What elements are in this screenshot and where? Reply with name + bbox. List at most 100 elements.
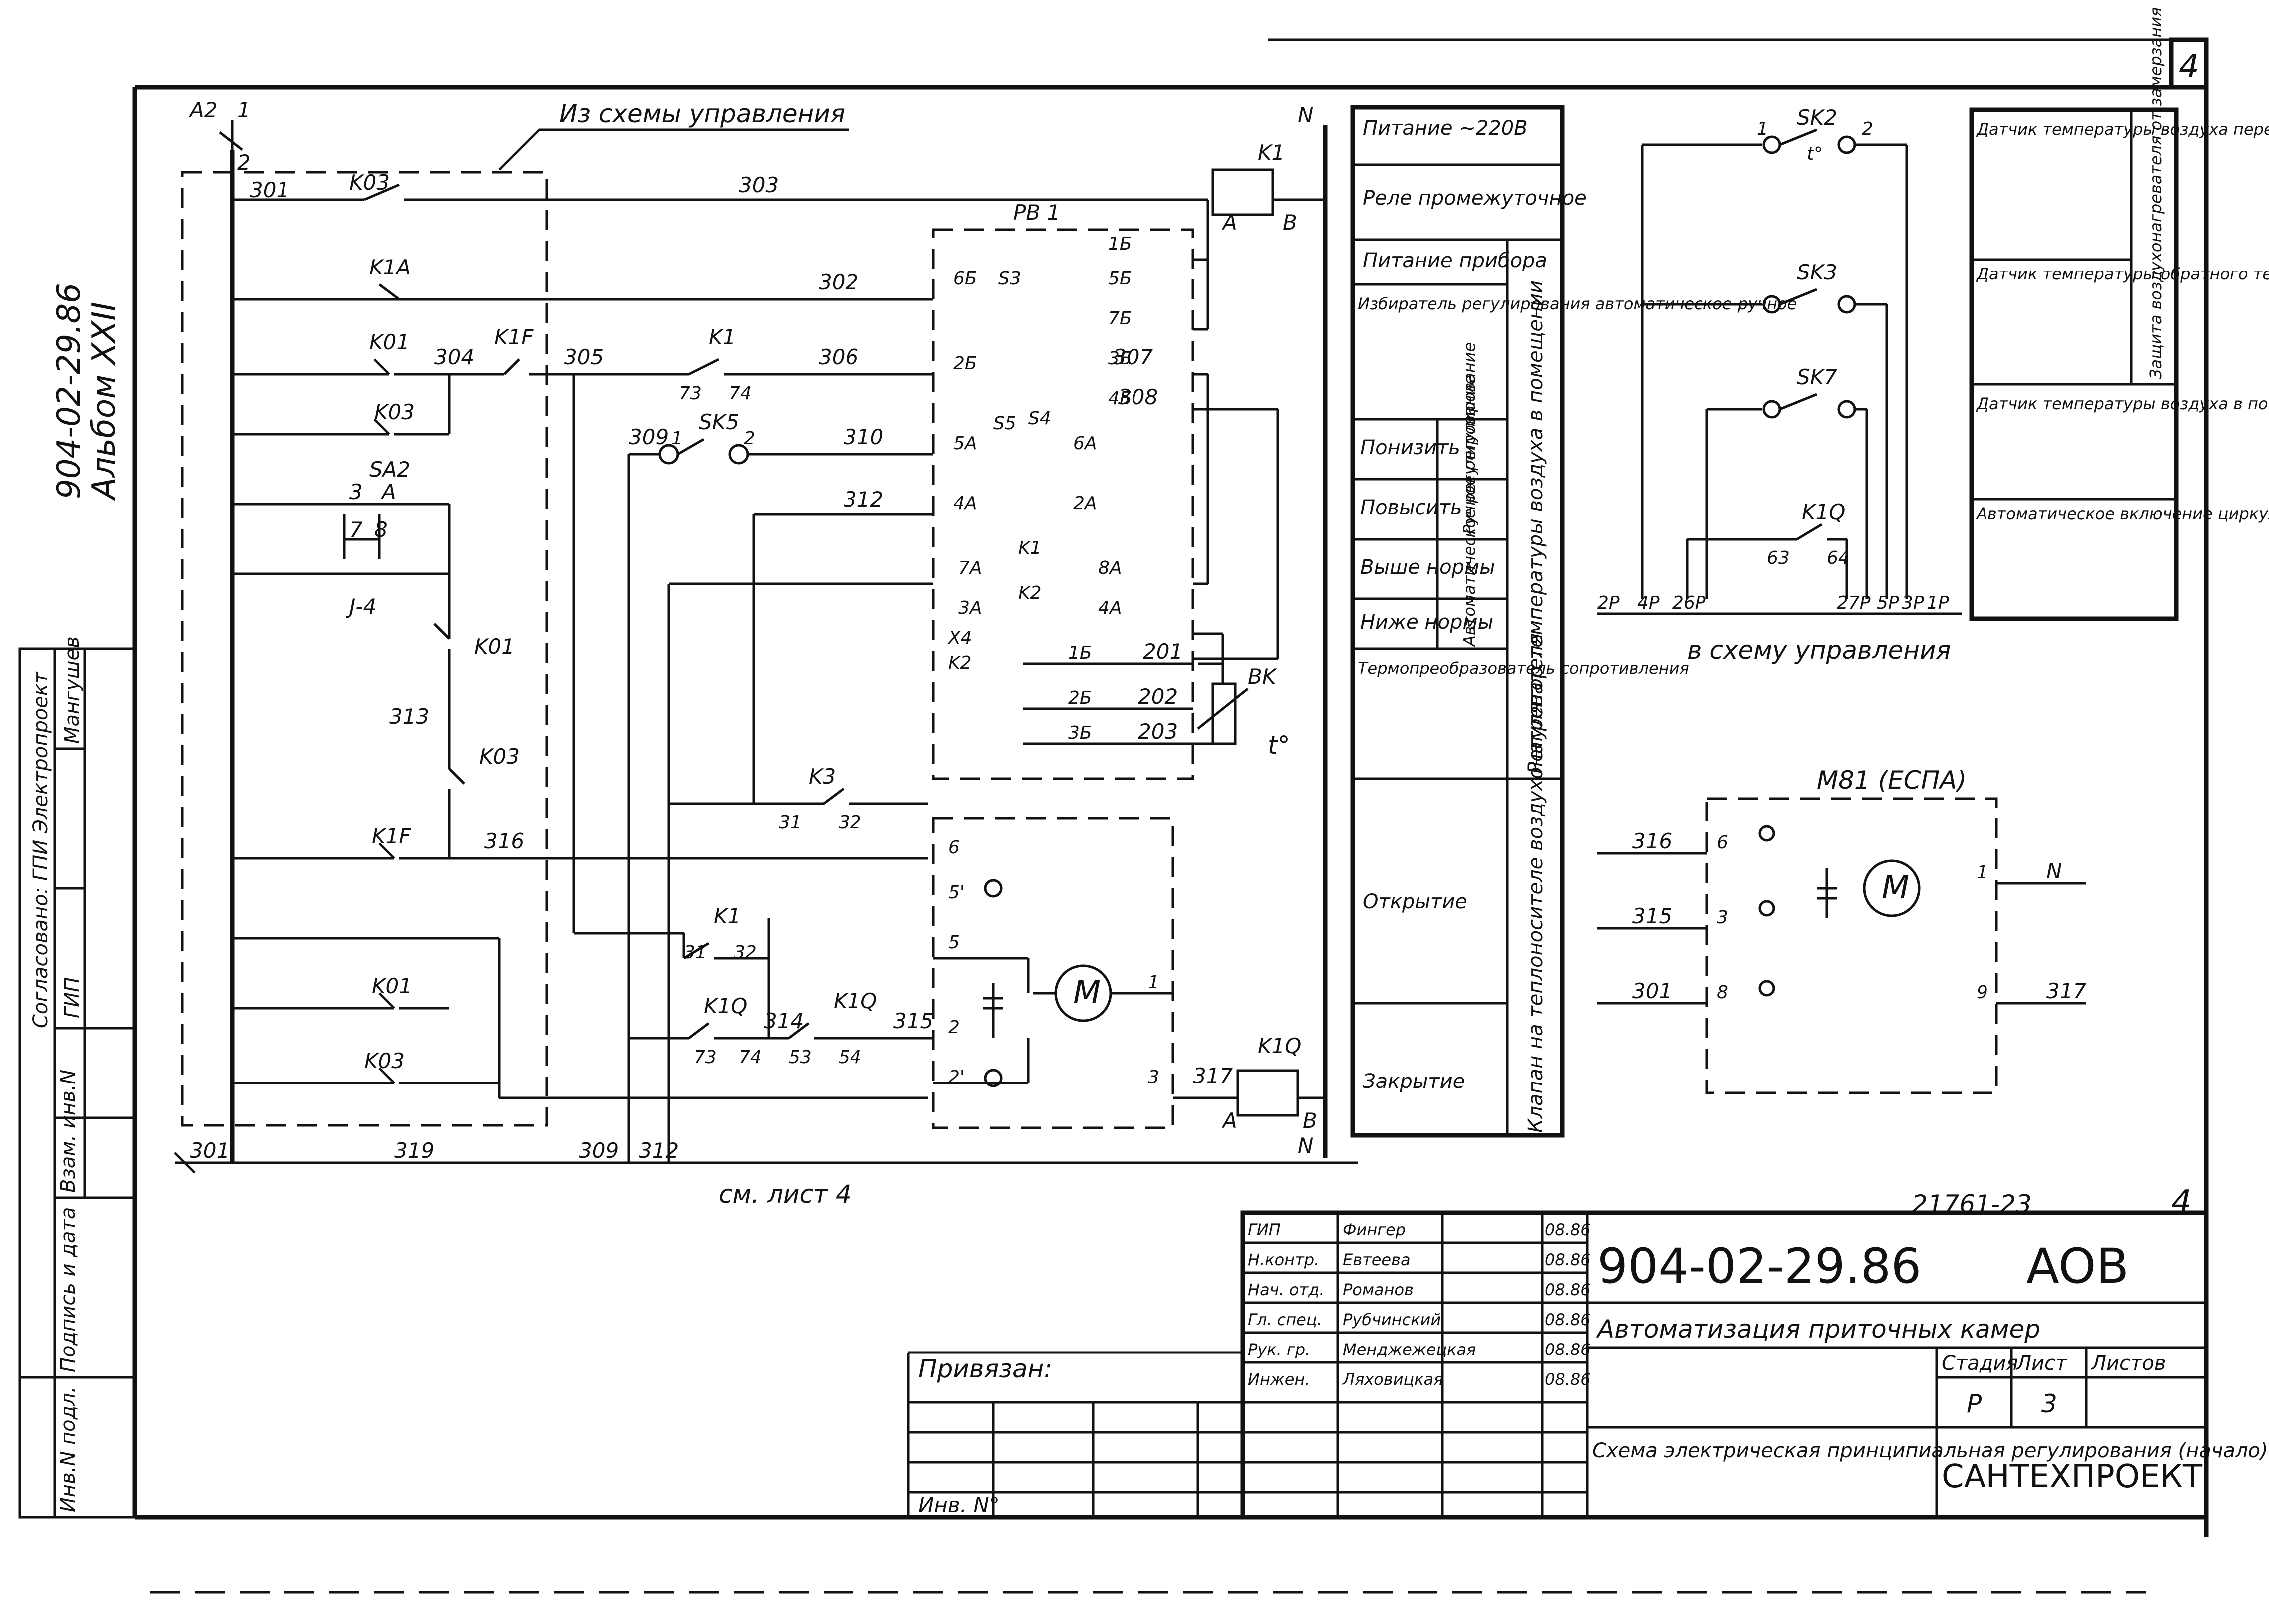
legend-row-device-power: Питание прибора (1363, 249, 1547, 272)
valve-in-316: 316 (1632, 829, 1672, 853)
wire-317: 317 (1193, 1064, 1233, 1088)
control-scheme-wiring (174, 120, 1358, 1174)
term-2p: 2P (1597, 593, 1620, 613)
tb-date-0: 08.86 (1545, 1220, 1591, 1239)
legend-table-text: Питание ~220В Реле промежуточное Питание… (1358, 117, 1797, 1133)
wire-306: 306 (819, 345, 858, 369)
tb-inv: Инв. N° (918, 1493, 1000, 1517)
inner-s5: S5 (993, 413, 1016, 434)
tb-stage-label: Стадия (1942, 1352, 2018, 1375)
tb-role-3: Гл. спец. (1248, 1310, 1322, 1329)
k1q-64: 64 (1827, 548, 1850, 568)
contact-k01-b: K01 (474, 634, 515, 659)
wire-303: 303 (739, 173, 779, 197)
side-gip: ГИП (61, 977, 84, 1018)
tb-name-1: Евтеева (1343, 1250, 1411, 1269)
k1q-pin-53: 53 (789, 1047, 812, 1068)
tb-sheets-label: Листов (2090, 1352, 2166, 1375)
wire-315: 315 (893, 1009, 933, 1033)
terminal-2: 2 (237, 150, 251, 175)
k3-pin-31: 31 (779, 812, 802, 833)
sensor-sk3: SK3 (1797, 260, 1837, 284)
valve-out-n: N (2046, 859, 2062, 883)
tb-role-4: Рук. гр. (1248, 1340, 1310, 1359)
wire-301: 301 (250, 178, 289, 202)
legend-sub-auto: Автоматическое регулирование (1460, 375, 1479, 647)
legend-row-selector: Избиратель регулирования автоматическое-… (1358, 294, 1797, 313)
legend-group-valve: Клапан на теплоносителе воздухонагревате… (1524, 633, 1547, 1133)
wire-305: 305 (564, 345, 604, 369)
sk2-pin-1: 1 (1757, 119, 1768, 139)
pin-4a-left: 4А (953, 493, 977, 514)
wire-314: 314 (764, 1009, 804, 1033)
motor-block (932, 817, 1174, 1129)
wire-202: 202 (1138, 684, 1178, 709)
term-26p: 26P (1672, 593, 1706, 613)
side-surname: Мангушев (61, 636, 84, 744)
motor-pin-2p: 2' (948, 1067, 965, 1087)
side-inv-orig: Инв.N подл. (57, 1386, 80, 1512)
contact-k01: K01 (369, 330, 410, 354)
pin-3a: 3А (958, 598, 982, 618)
valve-out-317: 317 (2046, 979, 2086, 1003)
valve-pin-8: 8 (1717, 982, 1728, 1003)
sensors-legend-2: Датчик температуры обратного теплоносите… (1976, 265, 2269, 283)
contact-k03-b: K03 (479, 744, 520, 769)
sheet-number-bottom: 4 (2171, 1184, 2192, 1221)
contact-k1a: K1A (369, 255, 411, 279)
tb-date-5: 08.86 (1545, 1370, 1591, 1389)
pin-2b: 2Б (953, 353, 977, 374)
header-from-control: Из схемы управления (559, 99, 845, 128)
sensors-legend-1: Датчик температуры воздуха перед воздухо… (1976, 120, 2269, 139)
contact-k1q-b: K1Q (834, 989, 877, 1013)
sensor-bk: BK (1248, 664, 1278, 689)
contact-sk5: SK5 (699, 410, 739, 434)
tb-date-2: 08.86 (1545, 1280, 1591, 1299)
tb-doc-code: 904-02-29.86 (1597, 1238, 1922, 1294)
legend-sub-manual: Ручное регулирование (1460, 342, 1479, 534)
tb-name-0: Фингер (1343, 1220, 1406, 1239)
terminal-1: 1 (237, 98, 251, 122)
legend-row-close: Закрытие (1363, 1070, 1465, 1093)
sensors-legend-group: Защита воздухонагревателя от замерзания (2146, 7, 2165, 379)
sensors-scheme-text: SK2 SK3 SK7 K1Q 63 64 1 2 t° 2P 4P 26P 2… (1597, 7, 2269, 665)
contact-k1f-b: K1F (372, 824, 411, 848)
sensor-sk2: SK2 (1797, 105, 1837, 130)
contact-k1q-a: K1Q (704, 994, 747, 1018)
see-sheet-note: см. лист 4 (719, 1180, 851, 1209)
sa2-pin-j4: J-4 (346, 594, 376, 619)
motor-m: M (1073, 974, 1101, 1011)
tb-stage: P (1967, 1389, 1982, 1418)
wire-319: 319 (394, 1138, 434, 1163)
side-album: Альбом XXII (86, 302, 123, 501)
legend-row-above: Выше нормы (1360, 556, 1495, 579)
coil-k1q-pin-b: B (1303, 1108, 1317, 1133)
sensors-legend-grid (1969, 107, 2179, 621)
sk5-pin-2: 2 (744, 428, 755, 449)
frame (132, 37, 2209, 1594)
tb-bound: Привязан: (918, 1354, 1052, 1383)
motor-pins: 6 5' 5 2 2' 1 3 (948, 837, 1159, 1087)
terminal-n-bottom: N (1298, 1133, 1313, 1158)
k1b-pin-32: 32 (734, 942, 757, 963)
title-block-grid (907, 1210, 2209, 1520)
to-control-scheme: в схему управления (1687, 636, 1951, 665)
side-sign-date: Подпись и дата (57, 1207, 80, 1372)
k1q-pin-73: 73 (694, 1047, 717, 1068)
inner-k2: K2 (1018, 583, 1042, 603)
sa2-pin-a: A (380, 480, 396, 504)
motor-pin-2: 2 (948, 1017, 960, 1038)
term-3p: 3P (1902, 593, 1924, 613)
regulator-pins: 1Б 5Б 7Б 3Б 4Б 2Б 6Б 5А 6А 4А 2А 7А 8А 3… (947, 234, 1132, 743)
k1-pin-74: 74 (729, 383, 752, 404)
pin-4b: 4Б (1108, 388, 1132, 409)
legend-row-relay: Реле промежуточное (1363, 187, 1587, 210)
pin-8a: 8А (1098, 558, 1122, 578)
wire-309: 309 (629, 425, 669, 449)
wire-304: 304 (434, 345, 474, 369)
term-1p: 1P (1927, 593, 1949, 613)
wire-309-bottom: 309 (579, 1138, 619, 1163)
valve-pin-6: 6 (1717, 832, 1728, 853)
sk2-t: t° (1807, 144, 1823, 164)
pin-1b-bottom: 1Б (1068, 643, 1092, 663)
